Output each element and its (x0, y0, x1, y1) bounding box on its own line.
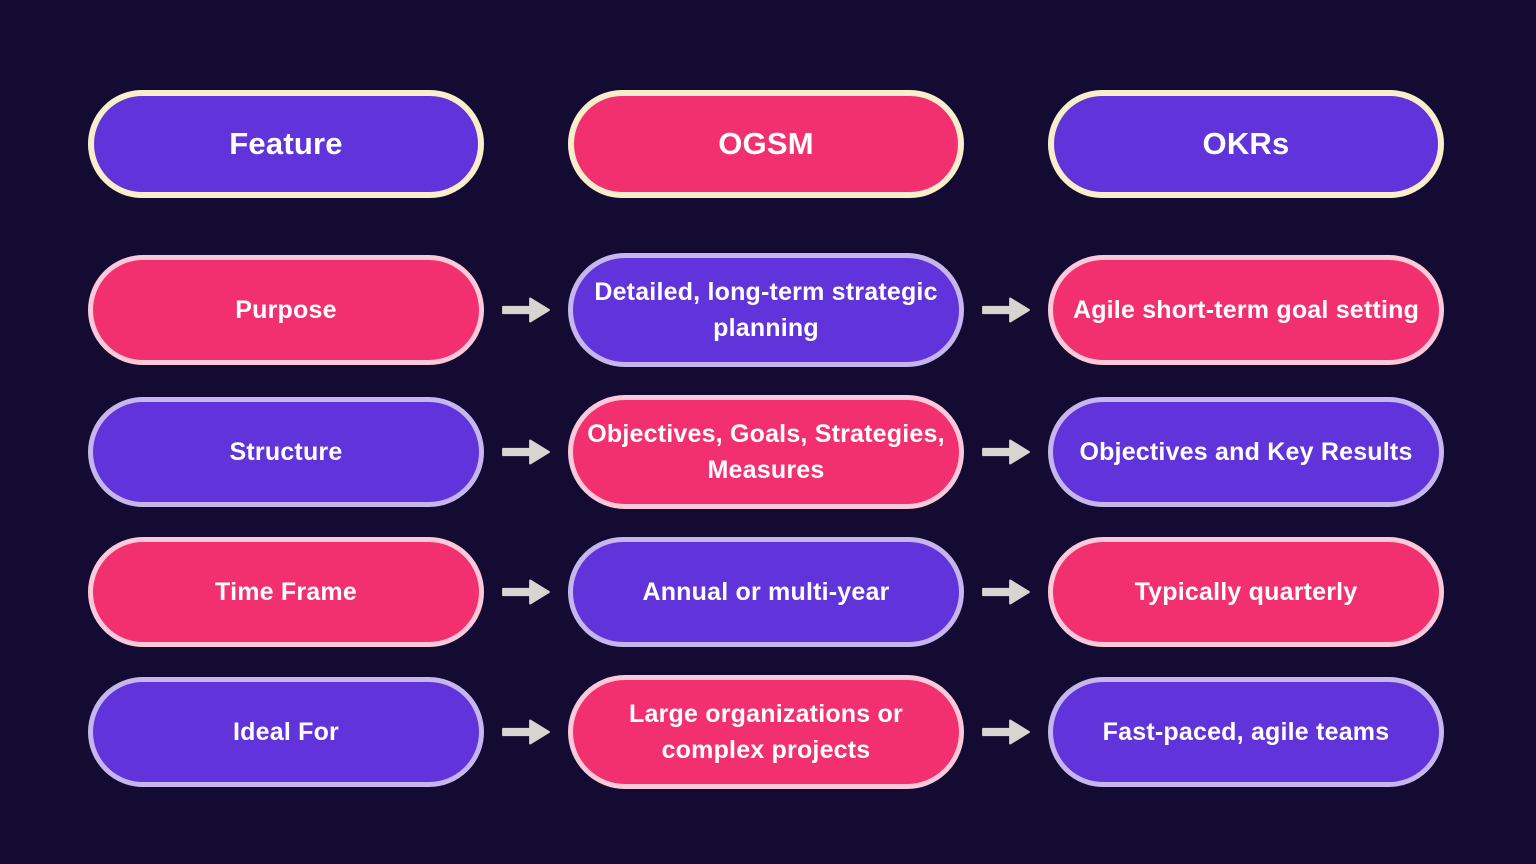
comparison-row-time-frame-col-feature: Time Frame (88, 537, 484, 647)
cell-okrs-3: Fast-paced, agile teams (1048, 677, 1444, 787)
header-col-2: OKRs (1048, 90, 1444, 198)
comparison-row-purpose-col-okrs: Agile short-term goal setting (1048, 255, 1444, 365)
arrow-cell (964, 435, 1048, 469)
cell-feature-2: Time Frame (88, 537, 484, 647)
cell-okrs-0-label: Agile short-term goal setting (1072, 296, 1420, 324)
header-col-0: Feature (88, 90, 484, 198)
comparison-row-structure-col-okrs: Objectives and Key Results (1048, 397, 1444, 507)
cell-okrs-1-label: Objectives and Key Results (1079, 438, 1413, 466)
cell-ogsm-3-label: Large organizations or complex projects (629, 700, 903, 764)
header-col-1: OGSM (568, 90, 964, 198)
cell-feature-3: Ideal For (88, 677, 484, 787)
comparison-row-structure-col-ogsm: Objectives, Goals, Strategies, Measures (568, 395, 964, 509)
arrow-cell (484, 435, 568, 469)
header-cell-ogsm: OGSM (568, 90, 964, 198)
cell-ogsm-2-label: Annual or multi-year (642, 578, 890, 606)
right-arrow-icon (982, 439, 1030, 465)
comparison-row-ideal-for: Ideal For Large organizations or complex … (88, 675, 1536, 789)
cell-okrs-2: Typically quarterly (1048, 537, 1444, 647)
arrow-cell (484, 715, 568, 749)
right-arrow-icon (502, 439, 550, 465)
cell-okrs-3-label: Fast-paced, agile teams (1102, 718, 1390, 746)
right-arrow-icon (502, 579, 550, 605)
cell-ogsm-0: Detailed, long-term strategic planning (568, 253, 964, 367)
right-arrow-icon (502, 297, 550, 323)
comparison-row-structure-col-feature: Structure (88, 397, 484, 507)
comparison-row-time-frame: Time Frame Annual or multi-year Typically … (88, 537, 1536, 647)
comparison-row-purpose-col-ogsm: Detailed, long-term strategic planning (568, 253, 964, 367)
arrow-cell (964, 715, 1048, 749)
cell-okrs-0: Agile short-term goal setting (1048, 255, 1444, 365)
cell-ogsm-0-label: Detailed, long-term strategic planning (594, 278, 938, 342)
comparison-row-purpose: Purpose Detailed, long-term strategic pla… (88, 253, 1536, 367)
cell-feature-2-label: Time Frame (215, 578, 357, 606)
comparison-row-ideal-for-col-ogsm: Large organizations or complex projects (568, 675, 964, 789)
cell-feature-3-label: Ideal For (233, 718, 339, 746)
cell-okrs-2-label: Typically quarterly (1134, 578, 1358, 606)
cell-feature-0-label: Purpose (235, 296, 337, 324)
comparison-row-purpose-col-feature: Purpose (88, 255, 484, 365)
comparison-row-ideal-for-col-okrs: Fast-paced, agile teams (1048, 677, 1444, 787)
right-arrow-icon (982, 579, 1030, 605)
cell-ogsm-1-label: Objectives, Goals, Strategies, Measures (587, 420, 945, 484)
comparison-row-structure: Structure Objectives, Goals, Strategies, … (88, 395, 1536, 509)
header-row: Feature OGSM OKRs (88, 90, 1536, 198)
header-cell-ogsm-label: OGSM (718, 126, 814, 161)
cell-okrs-1: Objectives and Key Results (1048, 397, 1444, 507)
comparison-row-ideal-for-col-feature: Ideal For (88, 677, 484, 787)
right-arrow-icon (982, 297, 1030, 323)
header-cell-okrs-label: OKRs (1202, 126, 1290, 161)
header-cell-feature-label: Feature (229, 126, 343, 161)
header-cell-feature: Feature (88, 90, 484, 198)
arrow-cell (484, 293, 568, 327)
cell-ogsm-1: Objectives, Goals, Strategies, Measures (568, 395, 964, 509)
right-arrow-icon (502, 719, 550, 745)
arrow-cell (964, 575, 1048, 609)
right-arrow-icon (982, 719, 1030, 745)
cell-ogsm-2: Annual or multi-year (568, 537, 964, 647)
arrow-cell (964, 293, 1048, 327)
cell-feature-0: Purpose (88, 255, 484, 365)
comparison-row-time-frame-col-okrs: Typically quarterly (1048, 537, 1444, 647)
header-cell-okrs: OKRs (1048, 90, 1444, 198)
cell-feature-1: Structure (88, 397, 484, 507)
cell-feature-1-label: Structure (229, 438, 343, 466)
comparison-row-time-frame-col-ogsm: Annual or multi-year (568, 537, 964, 647)
cell-ogsm-3: Large organizations or complex projects (568, 675, 964, 789)
arrow-cell (484, 575, 568, 609)
